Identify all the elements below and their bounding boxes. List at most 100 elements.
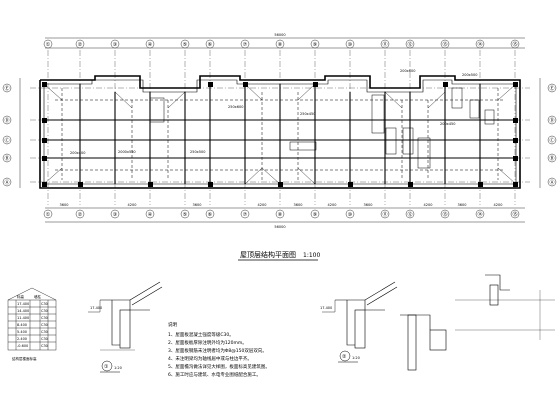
axis-label: ① — [46, 212, 51, 218]
axis-label: ⑨ — [313, 42, 317, 48]
span-dimension: 4200 — [328, 203, 337, 207]
bottom-span-dimensions: 3600 4200 3600 4200 3600 4200 3600 4200 … — [60, 203, 503, 207]
rebar-detail-boxes — [149, 87, 495, 169]
axis-label: ⑥ — [208, 42, 213, 48]
note-item: 3、屋面板钢筋未注明者均为Φ8@150双层双向。 — [168, 347, 267, 354]
top-axis-bubbles — [43, 39, 520, 49]
detail-2-scale: 1:20 — [352, 356, 360, 360]
span-dimension: 3600 — [193, 203, 202, 207]
axis-label: ⑮ — [512, 41, 517, 48]
columns — [42, 82, 518, 187]
axis-label: ⑤ — [183, 42, 187, 48]
detail-2-id: ② — [342, 354, 347, 360]
note-item: 6、施工时应与建筑、水电专业图纸配合施工。 — [168, 371, 261, 378]
bottom-total-dimension: 56000 — [274, 225, 285, 229]
table-cell: C30 — [41, 337, 48, 341]
table-cell: 11.400 — [17, 316, 29, 320]
beam-label: 200x500 — [462, 73, 477, 77]
axis-label: ⑭ — [477, 211, 482, 218]
axis-label: ⑤ — [183, 212, 187, 218]
table-cell: C30 — [41, 309, 48, 313]
inner-outline — [43, 79, 517, 185]
axis-label: Ⓓ — [4, 117, 9, 124]
detail-1-drawing — [88, 281, 163, 351]
axis-label: ⑪ — [382, 41, 387, 48]
internal-beams — [44, 84, 516, 184]
axis-label: Ⓔ — [549, 85, 554, 92]
axis-label: ④ — [148, 212, 153, 218]
axis-label: ⑭ — [477, 41, 482, 48]
bottom-axis-labels: ① ② ③ ④ ⑤ ⑥ ⑦ ⑧ ⑨ ⑩ ⑪ ⑫ ⑬ ⑭ ⑮ — [46, 211, 518, 218]
beam-label: 250x500 — [190, 150, 205, 154]
table-cell: C30 — [41, 316, 48, 320]
detail-2-drawing — [322, 281, 398, 349]
axis-label: ⑩ — [348, 212, 353, 218]
axis-label: ② — [78, 42, 83, 48]
notes-heading: 说明 — [168, 321, 177, 328]
axis-label: ⑬ — [442, 41, 447, 48]
axis-label: ⑪ — [382, 211, 387, 218]
axis-label: Ⓑ — [4, 155, 9, 162]
table-cell: C30 — [41, 302, 48, 306]
beam-label: 2000x550 — [118, 150, 136, 154]
top-axis-labels: ① ② ③ ④ ⑤ ⑥ ⑦ ⑧ ⑨ ⑩ ⑪ ⑫ ⑬ ⑭ ⑮ — [46, 41, 518, 48]
span-dimension: 3600 — [364, 203, 373, 207]
axis-label: Ⓒ — [549, 137, 554, 144]
note-item: 4、未注明梁均为轴线居中或与柱边平齐。 — [168, 355, 252, 362]
table-cell: C30 — [41, 330, 48, 334]
axis-label: ② — [78, 212, 83, 218]
beam-label: 200x450 — [440, 122, 455, 126]
dimension-lines — [19, 37, 541, 223]
axis-label: ⑫ — [407, 211, 412, 218]
axis-label: ⑦ — [243, 42, 248, 48]
table-cell: C30 — [41, 344, 48, 348]
table-cell: 17.400 — [17, 302, 29, 306]
table-header-cell: 墙柱 — [34, 294, 41, 299]
beam-labels: 2000x550 250x500 250x450 200x600 200x500… — [70, 69, 477, 155]
plan-scale: 1:100 — [303, 252, 320, 259]
span-dimension: 3600 — [294, 203, 303, 207]
span-dimension: 3600 — [458, 203, 467, 207]
bottom-axis-bubbles — [43, 209, 520, 219]
axis-label: ④ — [148, 42, 153, 48]
design-notes: 说明 1、屋面板混凝土强度等级C30。 2、屋面板板厚除注明外均为120mm。 … — [168, 321, 270, 378]
axis-label: Ⓐ — [4, 179, 9, 186]
left-axis-bubbles — [2, 83, 557, 187]
beam-label: 200x400 — [70, 151, 85, 155]
table-caption: 结构层楼面标高 — [12, 356, 37, 361]
span-dimension: 4200 — [258, 203, 267, 207]
table-cell: 8.400 — [17, 323, 27, 327]
span-dimension: 4200 — [494, 203, 503, 207]
table-header-cell: 标高 — [17, 294, 24, 299]
axis-label: ⑦ — [243, 212, 248, 218]
axis-label: ⑮ — [512, 211, 517, 218]
secondary-beams — [55, 88, 505, 180]
beam-label: 250x450 — [300, 112, 315, 116]
beam-label: 250x600 — [228, 105, 243, 109]
plan-title: 屋顶层结构平面图 — [240, 250, 296, 259]
axis-label: Ⓒ — [4, 137, 9, 144]
axis-label: ⑧ — [278, 42, 283, 48]
span-dimension: 3600 — [60, 203, 69, 207]
table-cell: C30 — [41, 323, 48, 327]
axis-label: ③ — [113, 212, 117, 218]
span-dimension: 4200 — [424, 203, 433, 207]
note-item: 2、屋面板板厚除注明外均为120mm。 — [168, 339, 247, 346]
axis-label: Ⓐ — [549, 179, 554, 186]
level-table-text: 标高 墙柱 17.400 14.400 11.400 8.400 5.400 2… — [12, 294, 48, 361]
axis-label: ⑧ — [278, 212, 283, 218]
axis-label: ⑨ — [313, 212, 317, 218]
detail-1-id: ① — [104, 364, 109, 370]
level-table — [7, 287, 57, 351]
axis-label: ⑥ — [208, 212, 213, 218]
span-dimension: 4200 — [128, 203, 137, 207]
detail-2-marks — [338, 350, 358, 363]
axis-label: ⑩ — [348, 42, 353, 48]
detail-1-elevation: 17.400 — [90, 306, 102, 310]
top-total-dimension: 56000 — [274, 33, 285, 37]
axis-label: ⑬ — [442, 211, 447, 218]
axis-label: Ⓑ — [549, 155, 554, 162]
axis-label: Ⓓ — [549, 117, 554, 124]
axis-label: Ⓔ — [4, 85, 9, 92]
